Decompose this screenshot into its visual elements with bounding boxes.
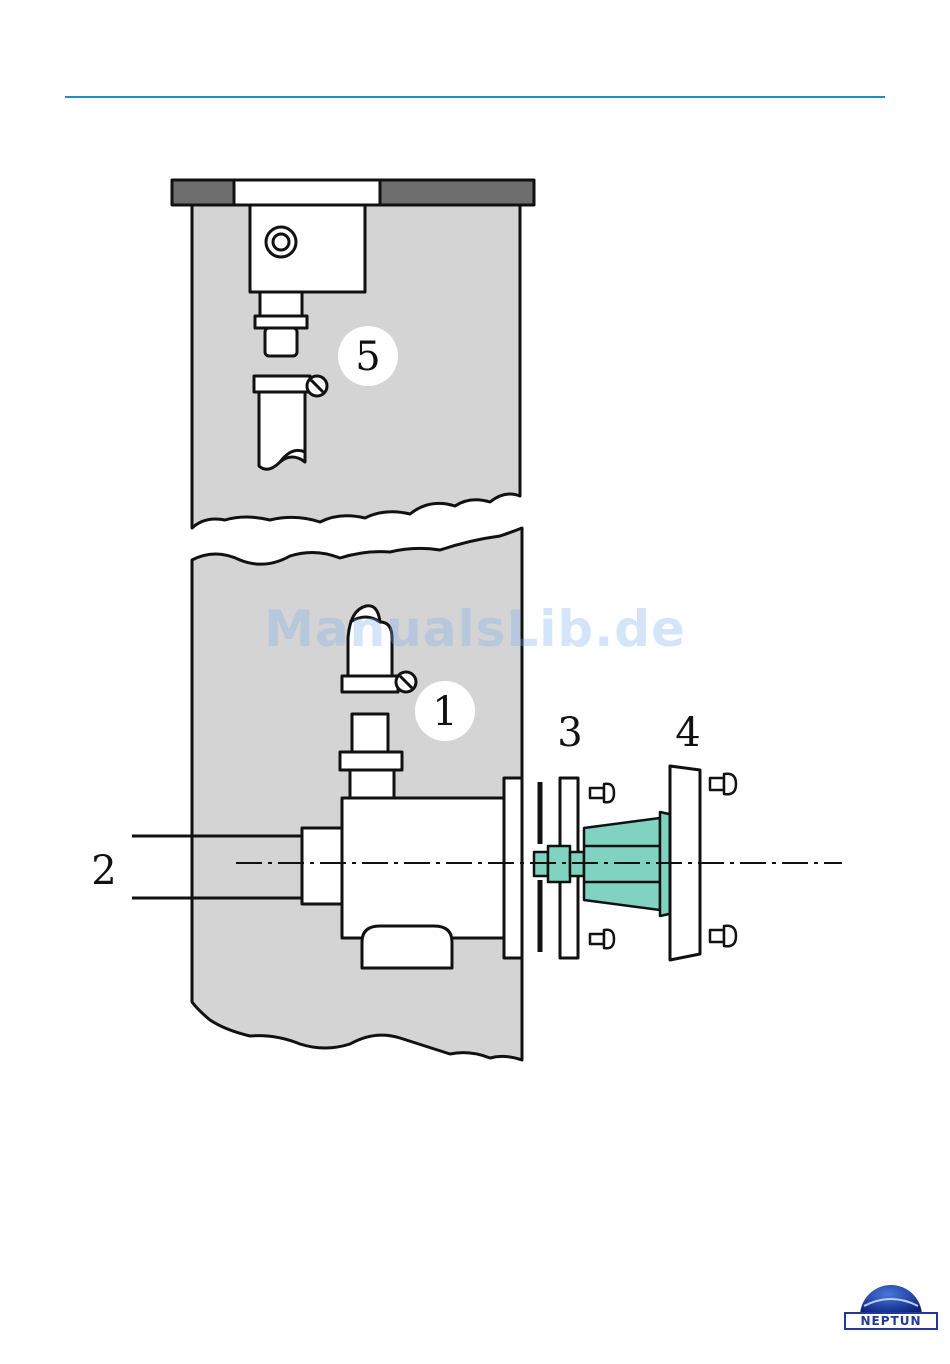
neptun-dome-logo: NEPTUN bbox=[844, 1258, 938, 1334]
screw-icon bbox=[710, 926, 736, 947]
callout-1-label: 1 bbox=[432, 689, 457, 735]
screw-icon bbox=[590, 930, 614, 949]
watermark: ManualsLib.de bbox=[0, 600, 950, 658]
callout-2-label: 2 bbox=[91, 848, 116, 894]
callout-4-label: 4 bbox=[675, 710, 700, 756]
screw-icon bbox=[710, 774, 736, 795]
callout-5: 5 bbox=[338, 326, 398, 386]
callout-5-label: 5 bbox=[355, 334, 380, 380]
screw-icon bbox=[590, 784, 614, 803]
callout-1: 1 bbox=[415, 681, 475, 741]
callout-3-label: 3 bbox=[557, 710, 582, 756]
brand-name: NEPTUN bbox=[844, 1312, 938, 1330]
